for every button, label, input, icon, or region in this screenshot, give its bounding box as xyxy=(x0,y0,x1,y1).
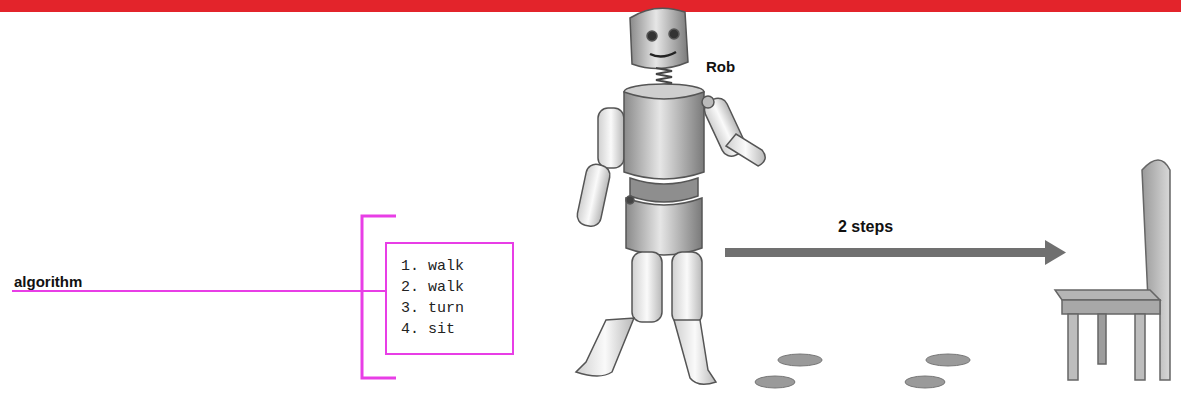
algorithm-box: 1. walk2. walk3. turn4. sit xyxy=(385,242,514,355)
header-bar xyxy=(0,0,1181,12)
robot xyxy=(575,8,765,384)
bracket-link xyxy=(362,290,385,292)
footprints xyxy=(755,354,970,388)
algorithm-step: 4. sit xyxy=(401,319,498,340)
robot-name: Rob xyxy=(706,58,735,75)
chair xyxy=(1055,160,1170,380)
algorithm-step: 3. turn xyxy=(401,298,498,319)
algorithm-step: 1. walk xyxy=(401,256,498,277)
distance-label: 2 steps xyxy=(838,218,893,236)
step-arrow xyxy=(725,240,1066,265)
algorithm-step: 2. walk xyxy=(401,277,498,298)
leader-line xyxy=(12,290,362,292)
callout-label: algorithm xyxy=(14,273,82,290)
